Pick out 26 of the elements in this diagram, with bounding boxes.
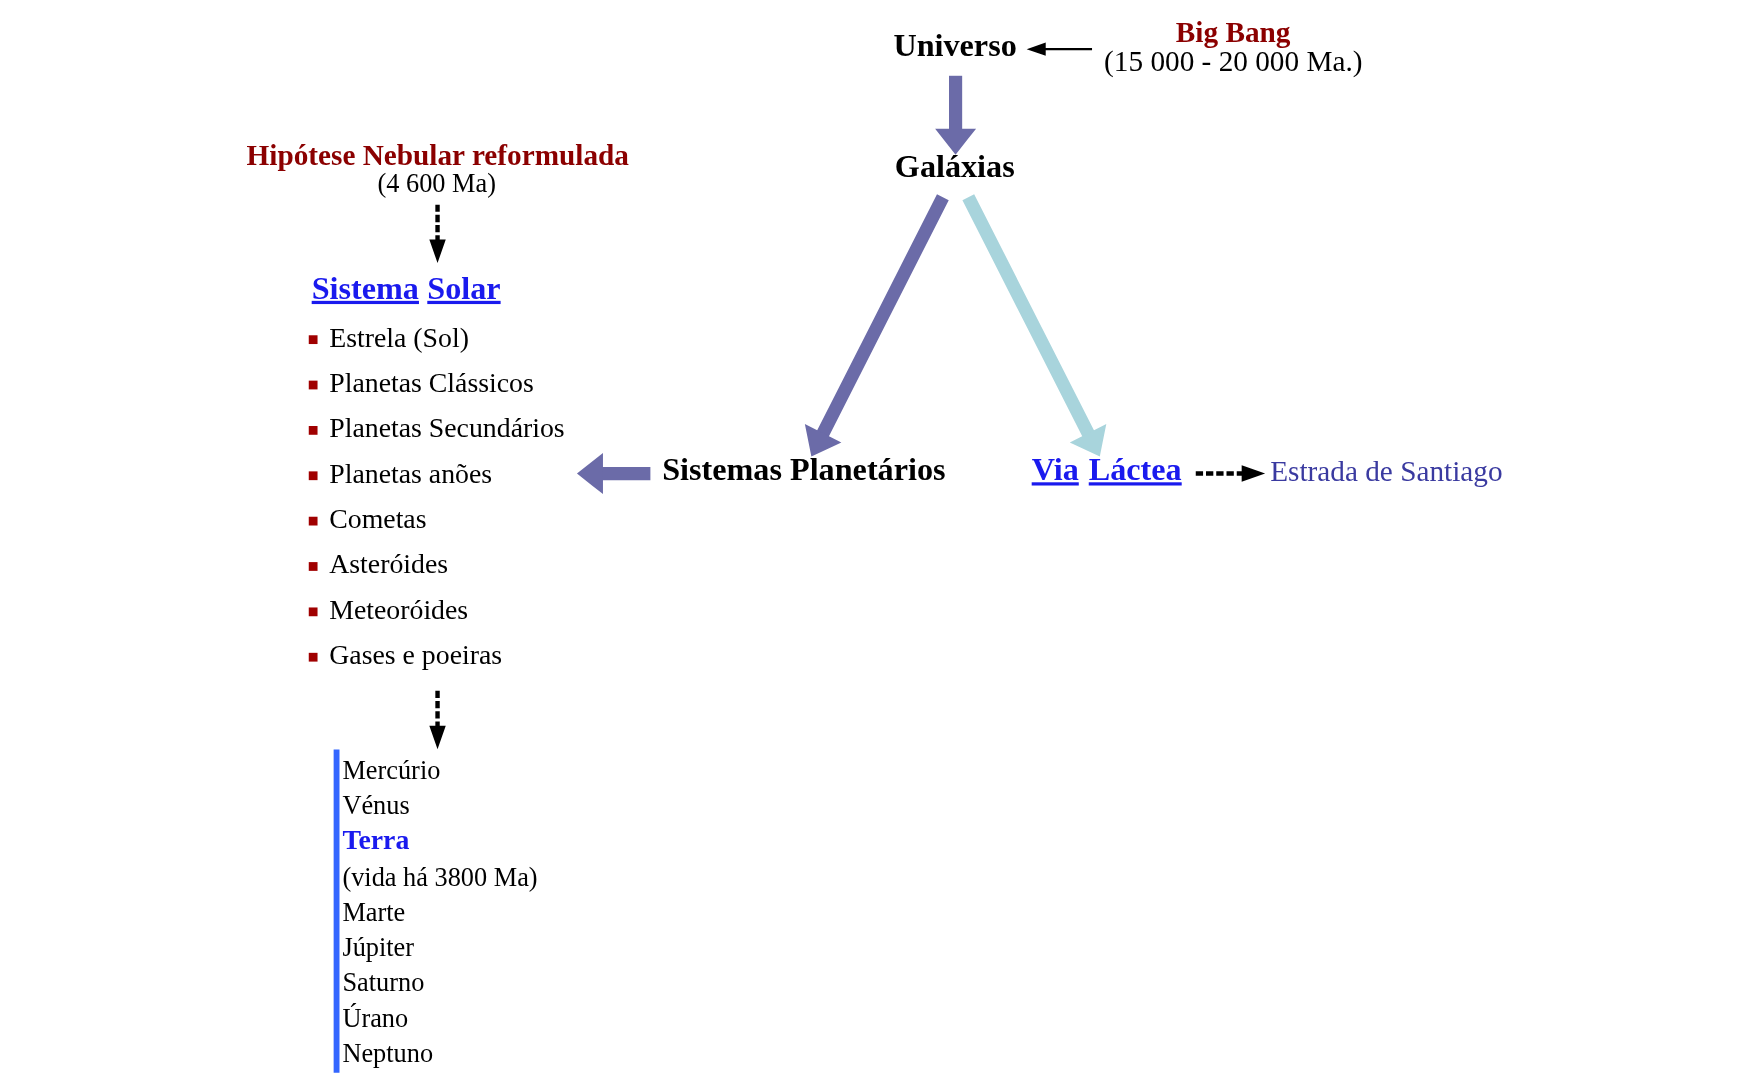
node-text: Estrada de Santiago — [1270, 454, 1503, 487]
node-label: Marte — [342, 898, 406, 928]
node-text: Big Bang (15 000 - 20 000 Ma.) — [1104, 15, 1363, 78]
node-label: Mercúrio — [342, 756, 441, 786]
arrow — [962, 194, 1107, 457]
arrow — [1195, 465, 1266, 482]
node-text: Universo — [893, 26, 1017, 63]
node-label: (vida há 3800 Ma) — [342, 863, 538, 893]
arrow — [429, 690, 446, 750]
node-label: Úrano — [342, 1003, 409, 1033]
node-text: Galáxias — [894, 148, 1015, 185]
arrow — [935, 75, 977, 155]
arrow — [429, 204, 446, 264]
node-label: Saturno — [342, 968, 425, 998]
node-text: Sistemas Planetários — [662, 451, 946, 488]
arrow — [804, 194, 949, 457]
arrow — [1026, 42, 1093, 56]
node-label: Júpiter — [342, 933, 415, 963]
node-text: Via Láctea — [1031, 451, 1182, 488]
arrow — [576, 453, 651, 495]
node-text: Hipótese Nebular reformulada (4 600 Ma) — [246, 138, 629, 198]
node-box — [333, 749, 340, 1073]
node-text: Sistema Solar Estrela (Sol) Planetas Clássicos Planetas Secundários Planetas anões Cometas Asteróides Meteoróides Gases e poeiras — [311, 269, 565, 671]
node-label: Neptuno — [342, 1038, 434, 1068]
node-label: Terra — [342, 824, 410, 856]
node-label: Vénus — [342, 791, 410, 821]
